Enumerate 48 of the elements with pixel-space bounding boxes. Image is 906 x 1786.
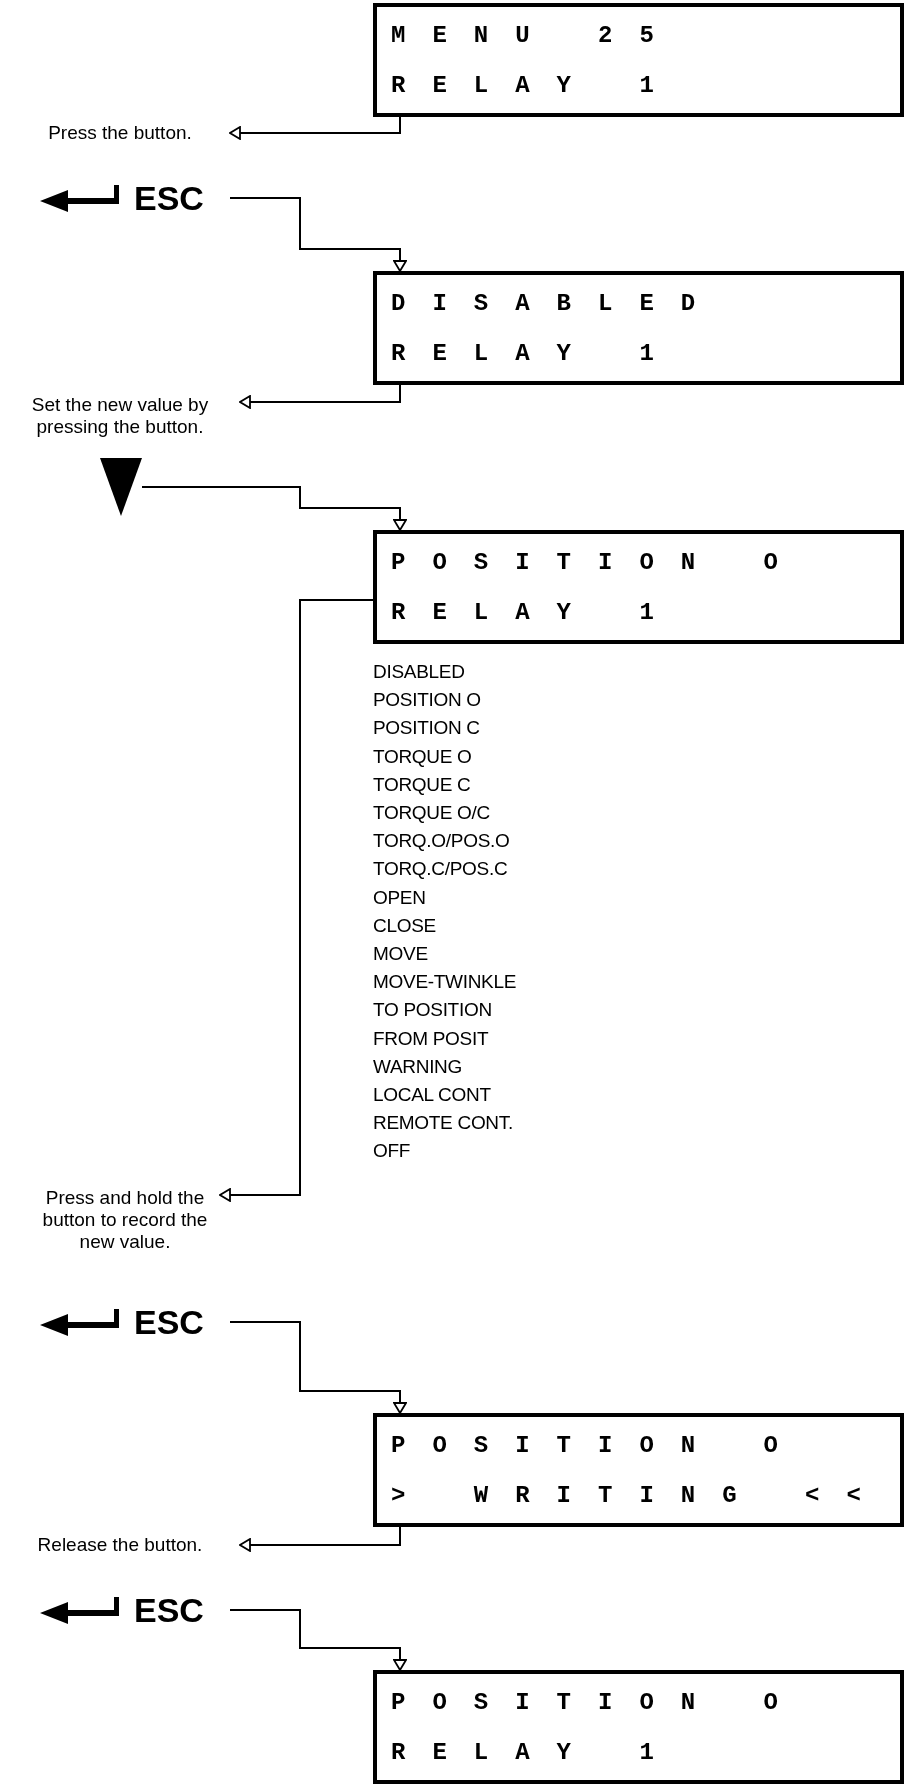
option-item: TORQUE O/C xyxy=(373,801,490,825)
display-line: RELAY 1 xyxy=(391,339,682,369)
option-item: TORQ.C/POS.C xyxy=(373,857,508,882)
option-item: MOVE-TWINKLE xyxy=(373,970,517,995)
instruction-text: Press and hold the button to record the new value. xyxy=(30,1178,220,1262)
option-item: TORQ.O/POS.O xyxy=(373,829,510,854)
option-item: WARNING xyxy=(373,1054,463,1079)
instruction-text: Release the button. xyxy=(0,1530,240,1560)
arrow xyxy=(239,384,401,409)
display-line: POSITION O xyxy=(391,1431,807,1461)
display-line: MENU 25 xyxy=(391,21,682,51)
option-item: FROM POSIT xyxy=(373,1026,489,1051)
option-item: MOVE xyxy=(373,942,428,966)
option-item: OFF xyxy=(373,1139,411,1164)
display-line: > WRITING << xyxy=(391,1481,889,1511)
display-line: RELAY 1 xyxy=(391,71,682,101)
display-line: RELAY 1 xyxy=(391,598,682,628)
lcd-display xyxy=(373,271,904,385)
lcd-display xyxy=(373,3,904,117)
arrow xyxy=(141,486,407,531)
option-item: LOCAL CONT xyxy=(373,1083,491,1107)
instruction-text: Press the button. xyxy=(10,118,230,148)
option-item: DISABLED xyxy=(373,660,465,684)
option-item: POSITION C xyxy=(373,716,480,741)
option-item: TORQUE O xyxy=(373,744,472,769)
instruction-text: Set the new value by pressing the button. xyxy=(0,385,240,447)
lcd-display xyxy=(373,1670,904,1784)
option-item: OPEN xyxy=(373,885,426,910)
lcd-display xyxy=(373,530,904,644)
arrow xyxy=(229,197,407,272)
option-item: TO POSITION xyxy=(373,998,492,1023)
key-label: ESC xyxy=(134,178,204,218)
option-item: TORQUE C xyxy=(373,772,471,797)
option-item: CLOSE xyxy=(373,913,436,938)
arrow xyxy=(229,116,401,140)
display-line: POSITION O xyxy=(391,1688,807,1718)
display-line: RELAY 1 xyxy=(391,1738,682,1768)
lcd-display xyxy=(373,1413,904,1527)
arrow xyxy=(239,1526,401,1552)
key-label: ESC xyxy=(134,1590,204,1630)
arrow xyxy=(219,599,374,1202)
key-label: ESC xyxy=(134,1302,204,1342)
arrow xyxy=(229,1609,407,1671)
display-line: POSITION O xyxy=(391,548,807,578)
arrow xyxy=(229,1321,407,1414)
option-item: REMOTE CONT. xyxy=(373,1111,513,1136)
option-item: POSITION O xyxy=(373,688,481,713)
display-line: DISABLED xyxy=(391,289,724,319)
